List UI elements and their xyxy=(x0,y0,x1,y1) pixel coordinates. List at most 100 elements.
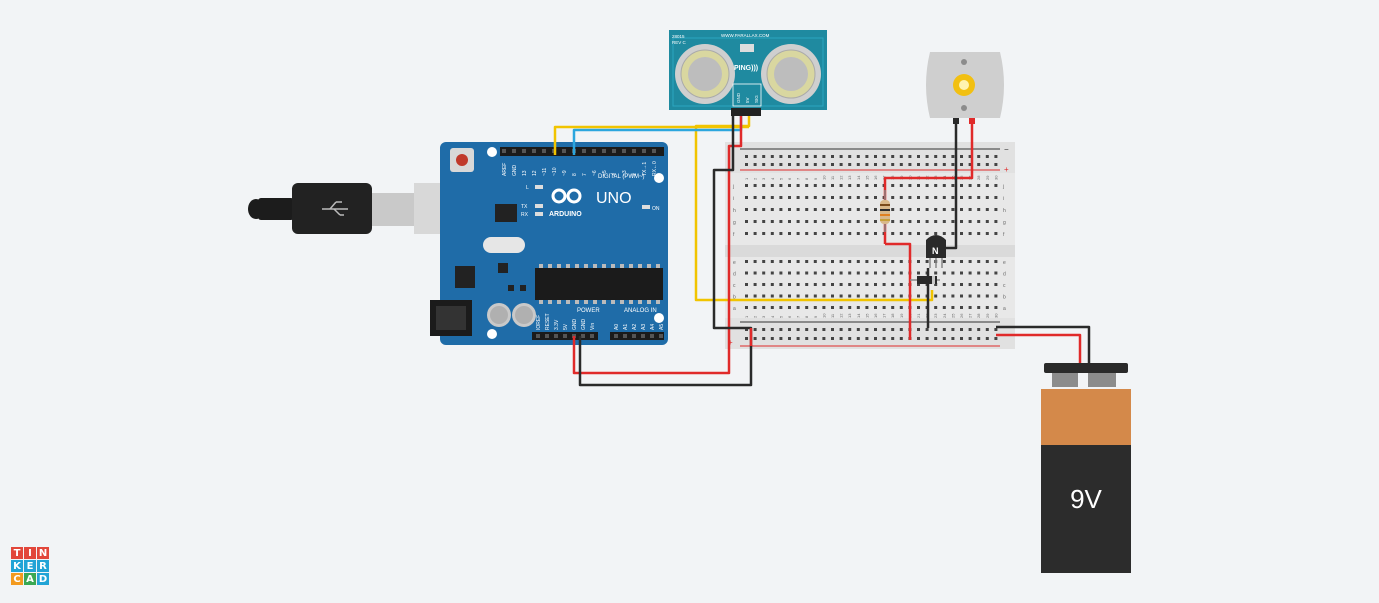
column-number: 26 xyxy=(959,313,964,318)
wires[interactable] xyxy=(553,116,1091,387)
dc-motor[interactable] xyxy=(926,52,1004,124)
sensor-model: 28015 xyxy=(672,34,685,39)
logo-letter: A xyxy=(24,573,36,585)
digital-pin-label: 7 xyxy=(582,173,588,176)
digital-pin-label: AREF xyxy=(502,163,508,176)
column-number: 7 xyxy=(796,177,801,180)
npn-transistor[interactable]: N xyxy=(926,235,946,268)
row-letter: i xyxy=(733,196,734,202)
power-pin-label: GND xyxy=(572,319,578,331)
resistor[interactable] xyxy=(880,190,890,232)
column-number: 7 xyxy=(796,315,801,318)
column-number: 14 xyxy=(856,313,861,318)
power-pin-label: RESET xyxy=(545,313,551,330)
row-letter: f xyxy=(1003,232,1005,238)
column-number: 13 xyxy=(847,175,852,180)
column-number: 28 xyxy=(976,313,981,318)
column-number: 14 xyxy=(856,175,861,180)
battery-label: 9V xyxy=(1070,484,1102,514)
digital-label: DIGITAL (PWM~) xyxy=(598,174,645,180)
digital-pin-label: ~10 xyxy=(552,167,558,176)
logo-letter: D xyxy=(37,573,49,585)
power-pin-label: GND xyxy=(581,319,587,331)
row-letter: c xyxy=(1003,283,1006,289)
column-number: 30 xyxy=(993,175,998,180)
voltage-regulator xyxy=(455,266,475,288)
logo-letter: E xyxy=(24,560,36,572)
wire-black-sensor-gnd xyxy=(578,116,753,387)
wire-red-resistor-rail xyxy=(885,242,912,340)
row-letter: g xyxy=(733,220,736,226)
column-number: 9 xyxy=(813,177,818,180)
digital-pin-label: ~6 xyxy=(592,170,598,176)
row-letter: d xyxy=(1003,272,1006,278)
led-tx xyxy=(535,204,543,208)
row-letter: i xyxy=(1003,196,1004,202)
led-label-rx: RX xyxy=(521,212,529,218)
column-number: 9 xyxy=(813,315,818,318)
digital-pin-label: GND xyxy=(512,165,518,177)
column-number: 3 xyxy=(761,315,766,318)
column-number: 4 xyxy=(770,315,775,318)
power-pin-label: Vin xyxy=(590,323,596,330)
analog-pin-label: A5 xyxy=(659,324,665,330)
digital-pin-label: ~11 xyxy=(542,168,548,176)
wire-black-battery xyxy=(996,325,1091,365)
column-number: 29 xyxy=(985,175,990,180)
sensor-rev: REV C xyxy=(672,40,687,45)
column-number: 29 xyxy=(985,313,990,318)
digital-pin-holes xyxy=(502,149,656,153)
column-number: 8 xyxy=(804,315,809,318)
sensor-pin-sig: SIG xyxy=(754,95,759,103)
motor-gear-icon xyxy=(953,74,975,96)
power-pin-label: 5V xyxy=(563,323,569,330)
column-number: 11 xyxy=(830,313,835,318)
column-number: 6 xyxy=(787,177,792,180)
ping-ultrasonic-sensor[interactable]: 28015 REV C WWW.PARALLAX.COM PING))) GND… xyxy=(669,30,827,116)
logo-letter: R xyxy=(37,560,49,572)
row-letter: j xyxy=(732,184,734,190)
row-letter: e xyxy=(1003,260,1006,266)
usb-cable[interactable] xyxy=(248,183,458,234)
analog-header[interactable] xyxy=(610,332,664,340)
diode[interactable] xyxy=(910,276,940,284)
led-label-l: L xyxy=(526,185,529,191)
usb-chip xyxy=(495,204,517,222)
column-number: 15 xyxy=(864,313,869,318)
column-number: 25 xyxy=(950,313,955,318)
column-number: 4 xyxy=(770,177,775,180)
logo-letter: K xyxy=(11,560,23,572)
row-letter: b xyxy=(1003,295,1006,301)
wire-yellow-signal xyxy=(694,116,934,302)
column-number: 8 xyxy=(804,177,809,180)
row-letter: f xyxy=(733,232,735,238)
row-letter: g xyxy=(1003,220,1006,226)
column-number: 6 xyxy=(787,315,792,318)
breadboard[interactable]: − + + 1122334455667788991010111112121313… xyxy=(725,142,1015,349)
rail-minus-sign: − xyxy=(1004,145,1009,154)
column-number: 12 xyxy=(839,175,844,180)
analog-pin-label: A1 xyxy=(623,324,629,330)
battery-9v[interactable]: 9V xyxy=(1041,363,1131,573)
column-number: 2 xyxy=(753,177,758,180)
row-letter: a xyxy=(733,306,736,312)
column-number: 11 xyxy=(830,175,835,180)
column-number: 13 xyxy=(847,313,852,318)
row-letter: h xyxy=(733,208,736,214)
analog-pin-label: A3 xyxy=(641,324,647,330)
wire-red-sensor-5v xyxy=(572,116,743,375)
row-letter: h xyxy=(1003,208,1006,214)
digital-pin-label: ~3 xyxy=(622,170,628,176)
digital-pin-label: RX←0 xyxy=(652,161,658,176)
row-letter: c xyxy=(733,283,736,289)
digital-pin-label: ~9 xyxy=(562,170,568,176)
on-label: ON xyxy=(652,206,660,212)
rail-plus-sign: + xyxy=(1004,165,1009,174)
